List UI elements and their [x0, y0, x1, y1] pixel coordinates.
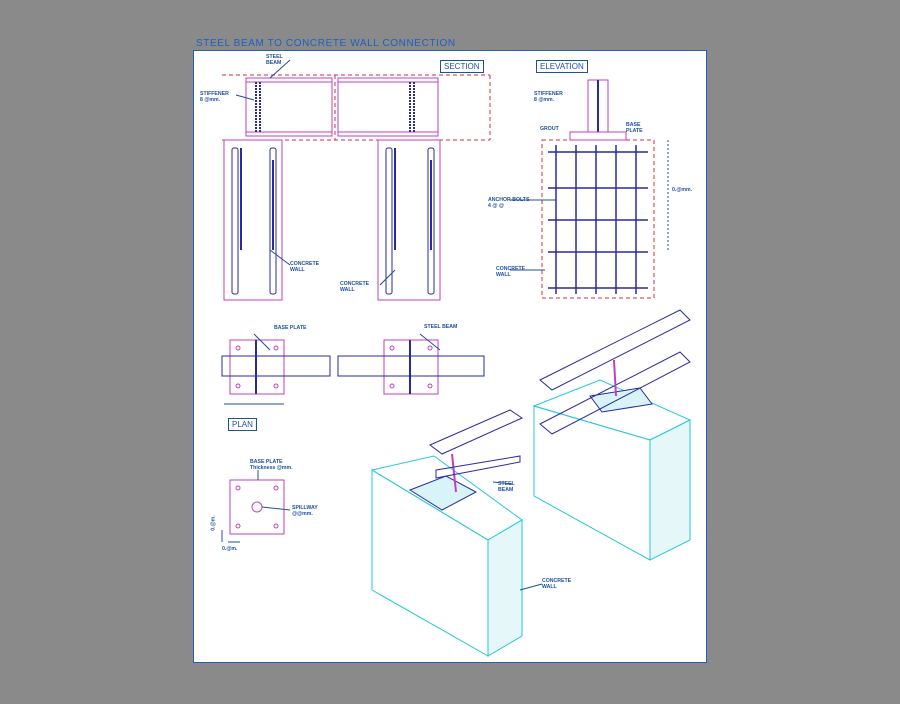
steel-beam-plan-label: STEEL BEAM — [424, 324, 458, 330]
horizontal-dimension-label: 0.@m. — [222, 546, 238, 552]
spillway-label: SPILLWAY @@mm. — [292, 505, 318, 517]
elevation-wall-outline — [541, 139, 655, 299]
elevation-dimension-label: 0.@mm. — [672, 187, 693, 193]
elevation-tag: ELEVATION — [536, 60, 588, 73]
concrete-wall-left — [223, 139, 283, 301]
detail-base-plate — [229, 479, 285, 535]
concrete-wall-elevation-label: CONCRETE WALL — [496, 266, 526, 278]
concrete-wall-right — [377, 139, 441, 301]
iso-base-plate-back — [589, 387, 653, 413]
elevation-base-plate — [569, 131, 627, 141]
stiffener-label: STIFFENER 8 @mm. — [200, 91, 229, 103]
base-plate-detail — [221, 470, 291, 543]
concrete-wall-iso-label: CONCRETE WALL — [542, 578, 572, 590]
elevation-rebar-grid — [548, 145, 648, 294]
elevation-view — [510, 79, 669, 299]
vertical-dimension-label: 0.@m. — [210, 515, 217, 531]
anchor-bolts-label: ANCHOR BOLTS 4 @ @ — [488, 197, 530, 209]
steel-beam-iso-label: STEEL BEAM — [498, 481, 515, 493]
plan-beam-left — [221, 355, 331, 377]
iso-wall-front-side — [487, 519, 523, 657]
stiffener-elevation-label: STIFFENER 8 @mm. — [534, 91, 563, 103]
concrete-wall-label-1: CONCRETE WALL — [290, 261, 320, 273]
iso-base-plate-front — [408, 475, 478, 511]
base-plate-elevation-label: BASE PLATE — [626, 122, 643, 134]
plan-tag: PLAN — [228, 418, 257, 431]
iso-beam-top-flange-back — [539, 309, 691, 391]
section-tag: SECTION — [440, 60, 484, 73]
spillway-hole — [251, 501, 263, 513]
grout-label: GROUT — [540, 126, 559, 132]
iso-wall-back-face — [533, 405, 651, 561]
base-plate-plan-label: BASE PLATE — [274, 325, 307, 331]
steel-beam-right — [337, 77, 439, 137]
base-plate-detail-label: BASE PLATE Thickness @mm. — [250, 459, 293, 471]
drawing-title: STEEL BEAM TO CONCRETE WALL CONNECTION — [196, 38, 456, 49]
isometric-view-back — [532, 309, 692, 561]
iso-beam-top-flange-front — [429, 409, 524, 455]
concrete-wall-label-2: CONCRETE WALL — [340, 281, 370, 293]
plan-view — [221, 333, 485, 405]
steel-beam-left — [245, 77, 333, 137]
iso-wall-back-side — [649, 419, 691, 561]
isometric-view-front — [370, 409, 524, 657]
steel-beam-label: STEEL BEAM — [266, 54, 283, 66]
section-view — [222, 59, 491, 301]
